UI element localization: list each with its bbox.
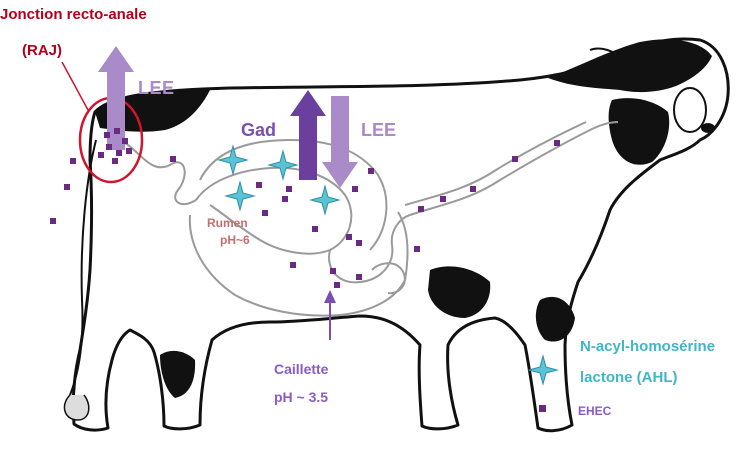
legend-ahl-label-line2: lactone (AHL) — [580, 369, 678, 386]
lee-label-left: LEE — [138, 78, 175, 99]
caillette-label: Caillette — [274, 361, 328, 377]
gad-label: Gad — [241, 120, 276, 141]
caillette-ph-label: pH ~ 3.5 — [274, 389, 328, 405]
legend-ehec-dot-icon — [539, 405, 546, 412]
legend-ehec-label: EHEC — [578, 404, 611, 418]
raj-title: Jonction recto-anale — [0, 6, 147, 23]
digestive-tract — [120, 122, 618, 316]
gad-up-arrow — [290, 90, 326, 180]
ahl-stars — [219, 146, 339, 214]
rumen-label: Rumen — [207, 216, 248, 230]
legend-ahl-label-line1: N-acyl-homosérine — [580, 338, 715, 355]
lee-down-arrow — [322, 96, 358, 188]
lee-label-right: LEE — [361, 120, 396, 141]
rumen-ph-label: pH~6 — [220, 233, 250, 247]
raj-pointer — [62, 62, 88, 110]
raj-abbreviation: (RAJ) — [22, 42, 62, 59]
legend-ahl-star-icon — [529, 356, 557, 384]
